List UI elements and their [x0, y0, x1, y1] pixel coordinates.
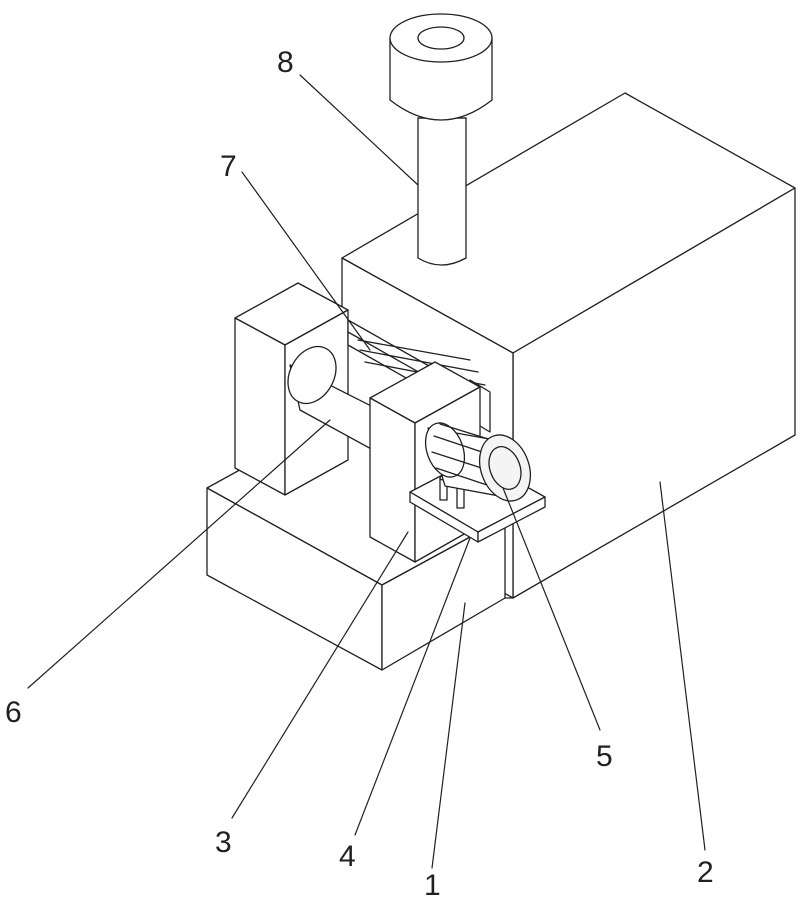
- leader-2: [660, 482, 705, 850]
- callout-5: 5: [596, 740, 613, 773]
- callout-7: 7: [220, 150, 237, 183]
- leader-1: [432, 603, 465, 868]
- callout-1: 1: [424, 869, 441, 898]
- callout-6: 6: [5, 696, 22, 729]
- shaft-cap: [390, 14, 492, 120]
- callout-2: 2: [697, 856, 714, 889]
- callout-4: 4: [339, 840, 356, 873]
- callout-3: 3: [215, 826, 232, 859]
- callout-8: 8: [277, 46, 294, 79]
- vertical-shaft: [418, 118, 466, 265]
